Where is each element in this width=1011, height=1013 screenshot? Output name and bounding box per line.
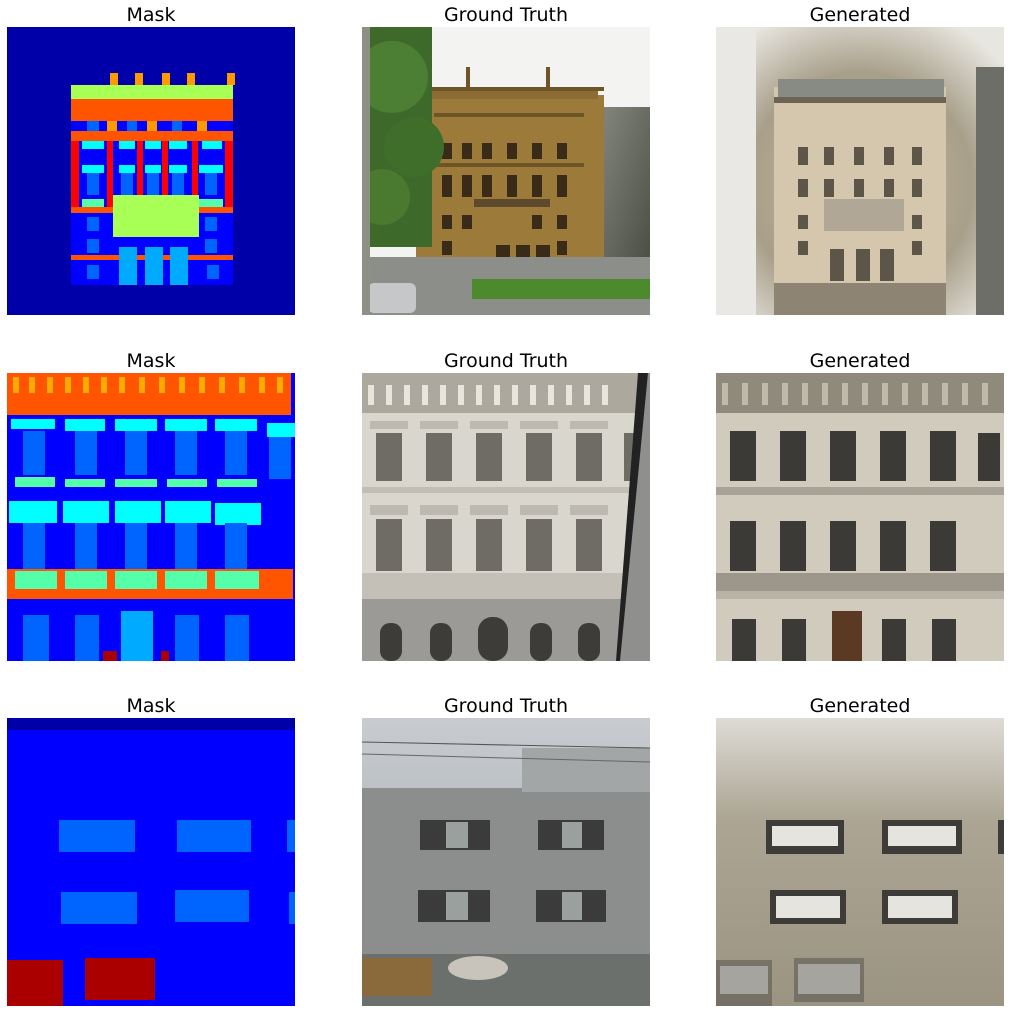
- panel-title: Generated: [809, 350, 911, 372]
- panel-title: Generated: [809, 695, 911, 717]
- generated-image: [716, 27, 1004, 315]
- panel-title: Mask: [126, 350, 176, 372]
- ground-truth-photo: [362, 373, 650, 661]
- generated-image: [716, 373, 1004, 661]
- panel-title: Ground Truth: [443, 695, 569, 717]
- mask-image: [7, 718, 295, 1006]
- panel-title: Generated: [809, 4, 911, 26]
- mask-image: [7, 27, 295, 315]
- panel-title: Mask: [126, 4, 176, 26]
- ground-truth-photo: [362, 718, 650, 1006]
- ground-truth-photo: [362, 27, 650, 315]
- panel-title: Ground Truth: [443, 350, 569, 372]
- panel-title: Mask: [126, 695, 176, 717]
- mask-image: [7, 373, 295, 661]
- panel-title: Ground Truth: [443, 4, 569, 26]
- generated-image: [716, 718, 1004, 1006]
